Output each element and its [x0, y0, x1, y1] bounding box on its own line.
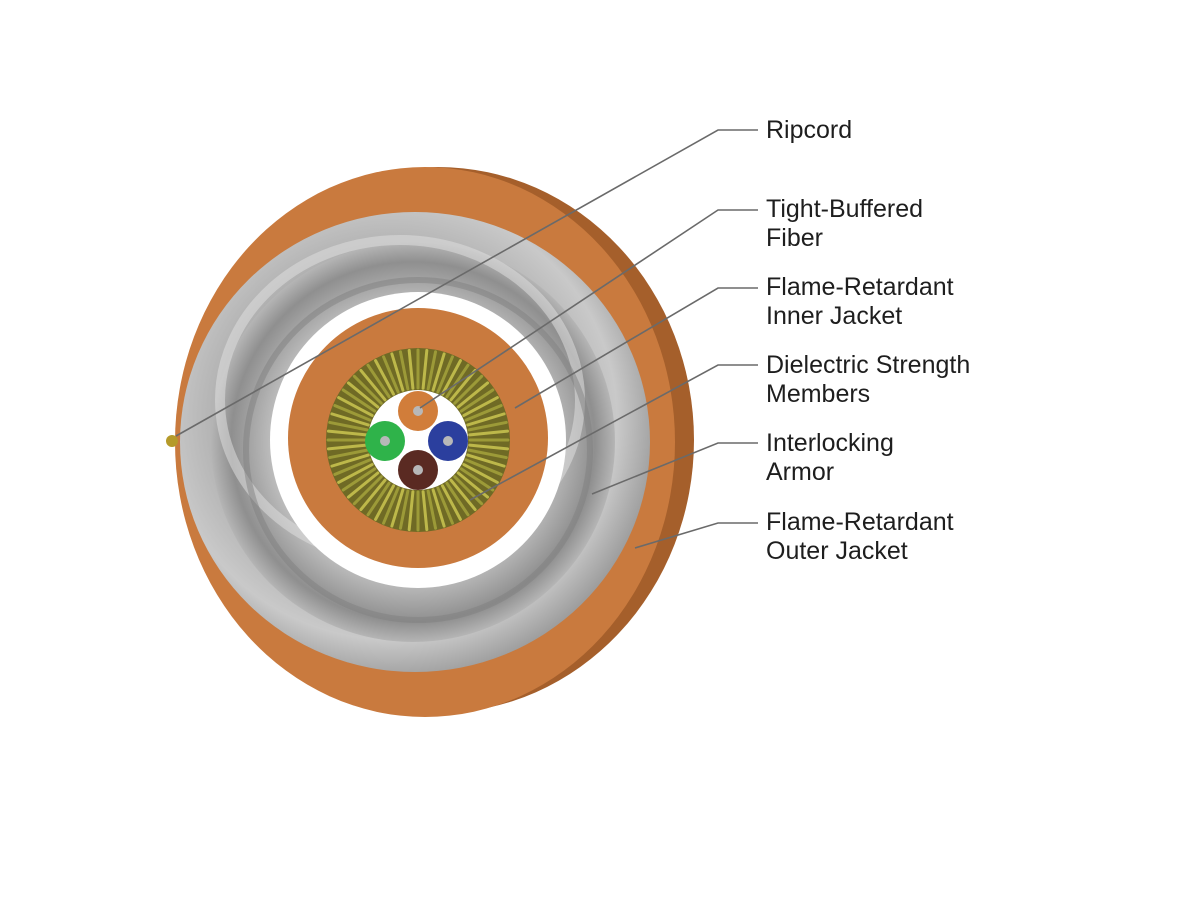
- strength-member-strand: [326, 429, 368, 437]
- strength-member-strand: [453, 374, 484, 405]
- strength-member-strand: [407, 490, 415, 532]
- strength-member-strand: [426, 489, 438, 530]
- callout-labels: Ripcord Tight-Buffered Fiber Flame-Retar…: [766, 116, 977, 565]
- strength-member-strand: [407, 348, 415, 390]
- strength-member-strand: [337, 463, 374, 484]
- strength-member-strand: [382, 486, 400, 525]
- label-inner-jacket: Flame-Retardant Inner Jacket: [766, 273, 961, 330]
- strength-member-strand: [462, 396, 499, 417]
- strength-member-strand: [330, 412, 370, 427]
- strength-member-strand: [466, 453, 506, 468]
- label-tight-buffered-fiber: Tight-Buffered Fiber: [766, 195, 930, 252]
- tight-buffered-fibers: [365, 391, 468, 490]
- strength-member-strand: [374, 359, 395, 396]
- strength-member-strand: [341, 467, 377, 492]
- strength-member-strand: [431, 352, 446, 392]
- label-outer-jacket: Flame-Retardant Outer Jacket: [766, 508, 961, 565]
- strength-member-strand: [382, 355, 400, 394]
- strength-member-strand: [456, 381, 490, 409]
- strength-members-yarn: [326, 348, 510, 532]
- strength-member-strand: [459, 467, 495, 492]
- strength-member-strand: [421, 348, 429, 390]
- strength-member-strand: [366, 481, 391, 517]
- label-strength-members: Dielectric Strength Members: [766, 351, 977, 408]
- strength-member-strand: [467, 420, 508, 432]
- leader-outer-jacket: [634, 522, 758, 549]
- strength-member-strand: [467, 448, 508, 460]
- label-interlocking-armor: Interlocking Armor: [766, 429, 901, 486]
- strength-member-strand: [330, 453, 370, 468]
- strength-member-strand: [468, 429, 510, 437]
- fiber-blue-core: [443, 436, 453, 446]
- strength-member-strand: [359, 478, 387, 512]
- strength-member-strand: [426, 350, 438, 391]
- strength-member-strand: [398, 350, 410, 391]
- strength-member-strand: [398, 489, 410, 530]
- strength-member-strand: [449, 368, 477, 402]
- leader-inner-jacket: [514, 287, 758, 409]
- strength-member-strand: [352, 475, 383, 506]
- strength-member-strand: [445, 481, 470, 517]
- strength-member-strand: [374, 484, 395, 521]
- leader-strength-members: [469, 364, 758, 501]
- strength-member-strand: [436, 486, 454, 525]
- strength-member-strand: [328, 448, 369, 460]
- strength-member-strand: [328, 420, 369, 432]
- leader-lines: [175, 129, 758, 549]
- strength-member-strand: [352, 374, 383, 405]
- strength-member-strand: [431, 488, 446, 528]
- strength-member-strand: [326, 443, 368, 451]
- strength-member-strand: [341, 388, 377, 413]
- strength-member-strand: [333, 404, 372, 422]
- strength-member-strand: [445, 363, 470, 399]
- strength-member-strand: [390, 488, 405, 528]
- strength-member-strand: [462, 463, 499, 484]
- fiber-bundle-core: [368, 390, 468, 490]
- strength-member-strand: [464, 458, 503, 476]
- label-ripcord: Ripcord: [766, 116, 852, 144]
- strength-member-strand: [468, 443, 510, 451]
- armor-shadow-ring: [243, 277, 593, 623]
- fiber-brown-core: [413, 465, 423, 475]
- leader-ripcord: [175, 129, 758, 437]
- leader-tight-buffered-fiber: [419, 209, 758, 409]
- strength-member-strand: [390, 352, 405, 392]
- strength-member-strand: [459, 388, 495, 413]
- strength-members: [326, 348, 510, 532]
- strength-member-strand: [359, 368, 387, 402]
- strength-member-strand: [346, 381, 380, 409]
- strength-member-strand: [337, 396, 374, 417]
- ripcord: [166, 435, 178, 447]
- strength-member-strand: [421, 490, 429, 532]
- leader-interlocking-armor: [591, 442, 758, 495]
- strength-member-strand: [464, 404, 503, 422]
- strength-member-strand: [436, 355, 454, 394]
- fiber-green-core: [380, 436, 390, 446]
- strength-member-strand: [346, 471, 380, 499]
- strength-member-strand: [441, 359, 462, 396]
- strength-member-strand: [441, 484, 462, 521]
- strength-member-strand: [449, 478, 477, 512]
- strength-member-strand: [366, 363, 391, 399]
- strength-member-strand: [466, 412, 506, 427]
- strength-member-strand: [453, 475, 484, 506]
- strength-member-strand: [333, 458, 372, 476]
